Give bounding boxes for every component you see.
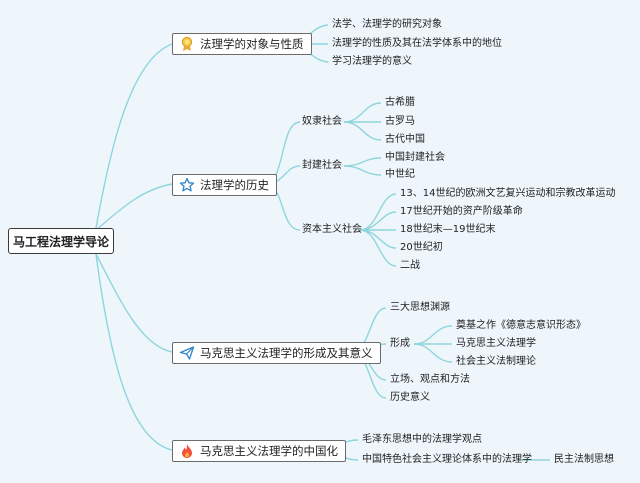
fire-icon <box>179 443 195 459</box>
leaf-node[interactable]: 学习法理学的意义 <box>332 56 412 67</box>
group-node[interactable]: 封建社会 <box>302 160 342 171</box>
leaf-node[interactable]: 立场、观点和方法 <box>390 374 470 385</box>
medal-icon <box>179 36 195 52</box>
topic-object-and-nature[interactable]: 法理学的对象与性质 <box>172 33 312 55</box>
leaf-node[interactable]: 奠基之作《德意志意识形态》 <box>456 320 586 331</box>
leaf-node[interactable]: 中国特色社会主义理论体系中的法理学 <box>362 454 532 465</box>
leaf-node[interactable]: 法学、法理学的研究对象 <box>332 19 442 30</box>
leaf-node[interactable]: 20世纪初 <box>400 242 443 253</box>
topic-history[interactable]: 法理学的历史 <box>172 174 277 196</box>
topic-label: 法理学的对象与性质 <box>200 37 304 51</box>
leaf-node[interactable]: 13、14世纪的欧洲文艺复兴运动和宗教改革运动 <box>400 188 616 199</box>
star-icon <box>179 177 195 193</box>
topic-marxist-formation[interactable]: 马克思主义法理学的形成及其意义 <box>172 342 381 364</box>
leaf-node[interactable]: 17世纪开始的资产阶级革命 <box>400 206 523 217</box>
leaf-node[interactable]: 三大思想渊源 <box>390 302 450 313</box>
leaf-node[interactable]: 古罗马 <box>385 116 415 127</box>
group-node[interactable]: 形成 <box>390 338 410 349</box>
leaf-node[interactable]: 民主法制思想 <box>554 454 614 465</box>
leaf-node[interactable]: 中国封建社会 <box>385 152 445 163</box>
root-node[interactable]: 马工程法理学导论 <box>8 228 114 254</box>
leaf-node[interactable]: 古希腊 <box>385 97 415 108</box>
leaf-node[interactable]: 历史意义 <box>390 392 430 403</box>
leaf-node[interactable]: 18世纪末—19世纪末 <box>400 224 496 235</box>
leaf-node[interactable]: 二战 <box>400 260 420 271</box>
topic-label: 法理学的历史 <box>200 178 269 192</box>
leaf-node[interactable]: 法理学的性质及其在法学体系中的地位 <box>332 38 502 49</box>
leaf-node[interactable]: 中世纪 <box>385 169 415 180</box>
topic-label: 马克思主义法理学的中国化 <box>200 444 338 458</box>
leaf-node[interactable]: 毛泽东思想中的法理学观点 <box>362 434 482 445</box>
root-label: 马工程法理学导论 <box>12 234 109 249</box>
group-node[interactable]: 奴隶社会 <box>302 116 342 127</box>
leaf-node[interactable]: 马克思主义法理学 <box>456 338 536 349</box>
leaf-node[interactable]: 社会主义法制理论 <box>456 356 536 367</box>
paper-plane-icon <box>179 345 195 361</box>
leaf-node[interactable]: 古代中国 <box>385 134 425 145</box>
topic-label: 马克思主义法理学的形成及其意义 <box>200 346 373 360</box>
group-node[interactable]: 资本主义社会 <box>302 224 362 235</box>
topic-sinicization[interactable]: 马克思主义法理学的中国化 <box>172 440 346 462</box>
